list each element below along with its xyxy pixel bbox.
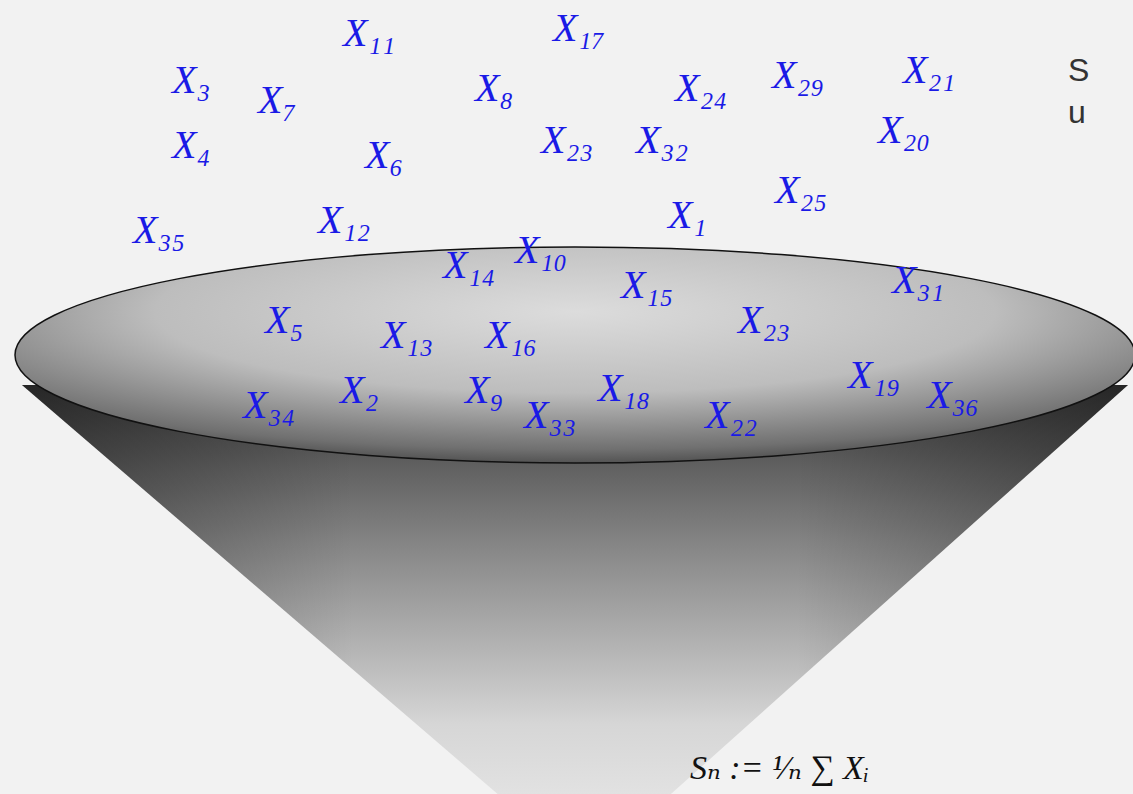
random-variable: X₁₆: [485, 315, 537, 355]
funnel-mouth: [15, 247, 1133, 463]
random-variable: X₃₁: [892, 260, 944, 300]
random-variable: X₄: [172, 125, 210, 165]
random-variable: X₂₉: [772, 55, 824, 95]
random-variable: X₃₅: [133, 210, 185, 250]
random-variable: X₂₃: [541, 120, 593, 160]
random-variable: X₃: [172, 60, 210, 100]
random-variable: X₈: [475, 68, 513, 108]
random-variable: X₁₇: [553, 8, 605, 48]
random-variable: X₃₃: [524, 395, 576, 435]
random-variable: X₁: [668, 195, 706, 235]
random-variable: X₂₂: [705, 395, 757, 435]
side-text: S: [1068, 54, 1089, 86]
random-variable: X₃₄: [243, 385, 295, 425]
mean-formula: Sₙ := ¹⁄ₙ ∑ Xᵢ: [690, 751, 869, 785]
random-variable: X₁₄: [443, 245, 495, 285]
random-variable: X₆: [365, 135, 403, 175]
random-variable: X₁₉: [848, 355, 900, 395]
random-variable: X₂: [340, 370, 378, 410]
random-variable: X₂₀: [878, 110, 930, 150]
random-variable: X₂₄: [675, 68, 727, 108]
random-variable: X₁₂: [318, 200, 370, 240]
random-variable: X₇: [258, 80, 296, 120]
random-variable: X₁₈: [598, 368, 650, 408]
random-variable: X₉: [465, 370, 503, 410]
random-variable: X₂₁: [903, 50, 955, 90]
random-variable: X₂₃: [738, 300, 790, 340]
random-variable: X₁₁: [343, 13, 395, 53]
side-text: u: [1068, 96, 1086, 128]
random-variable: X₁₀: [515, 230, 567, 270]
random-variable: X₃₂: [636, 120, 688, 160]
random-variable: X₂₅: [775, 170, 827, 210]
random-variable: X₅: [265, 300, 303, 340]
random-variable: X₃₆: [927, 375, 979, 415]
random-variable: X₁₅: [621, 265, 673, 305]
random-variable: X₁₃: [381, 315, 433, 355]
